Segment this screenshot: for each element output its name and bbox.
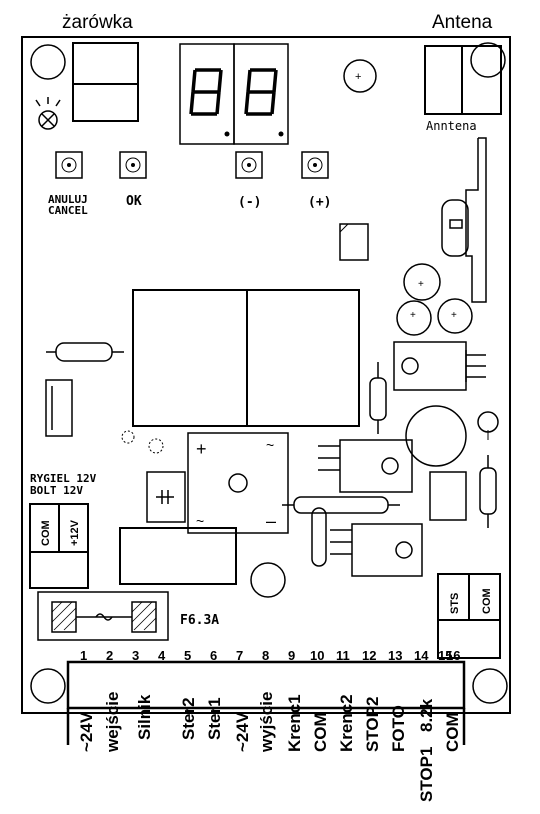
bolt-label-en: BOLT 12V [30, 484, 83, 497]
terminal-label-12: FOTO [389, 705, 408, 752]
antenna-connector [424, 45, 502, 115]
antenna-board-label: Anntena [426, 119, 477, 133]
terminal-label-4: Ster2 [179, 697, 198, 740]
antenna-module [441, 137, 487, 303]
svg-text:+: + [196, 439, 207, 459]
terminal-label-7: wyjście [257, 692, 276, 754]
capacitor-2 [396, 300, 432, 336]
svg-text:15: 15 [438, 648, 452, 663]
fuse-label: F6.3A [180, 613, 219, 628]
svg-text:~: ~ [196, 513, 204, 529]
bolt-terminal [29, 503, 89, 589]
component-left [45, 379, 73, 437]
svg-text:2: 2 [106, 648, 113, 663]
board-outline [21, 36, 511, 714]
capacitor-3 [437, 298, 473, 334]
svg-text:5: 5 [184, 648, 191, 663]
seven-segment-display [179, 43, 289, 145]
terminal-label-3: Silnik [135, 694, 154, 740]
svg-text:11: 11 [336, 648, 350, 663]
svg-text:4: 4 [158, 648, 166, 663]
svg-text:9: 9 [288, 648, 295, 663]
svg-text:–: – [266, 511, 276, 531]
plus-button[interactable] [301, 151, 329, 179]
component-box-lower [119, 527, 237, 585]
terminal-label-9: COM [311, 712, 330, 752]
svg-text:13: 13 [388, 648, 402, 663]
cancel-button[interactable] [55, 151, 83, 179]
sts-com-terminal [437, 573, 501, 659]
terminal-label-10: Krenc2 [337, 694, 356, 752]
terminal-label-6: ~24V [233, 711, 252, 752]
svg-text:+: + [451, 310, 457, 321]
component-right-1 [429, 471, 467, 521]
svg-text:12: 12 [362, 648, 376, 663]
bulb-connector [72, 42, 139, 122]
sts-com-label: COM [481, 588, 493, 614]
regulator-1 [393, 341, 486, 391]
bulb-icon [35, 97, 61, 130]
bolt-com-label: COM [40, 520, 52, 546]
chip-small [339, 223, 369, 261]
mounting-hole-bottom-left [30, 668, 66, 704]
mounting-hole-top-right [470, 42, 506, 78]
capacitor-1 [403, 263, 441, 301]
resistor-horizontal [282, 496, 400, 514]
svg-text:8: 8 [262, 648, 269, 663]
buzzer [405, 405, 467, 467]
svg-text:~: ~ [266, 437, 274, 453]
relay-pair [132, 289, 360, 427]
bolt-plus12-label: +12V [69, 519, 81, 546]
bolt-label-pl: RYGIEL 12V [30, 472, 97, 485]
mounting-hole-top-left [30, 44, 66, 80]
svg-text:6: 6 [210, 648, 217, 663]
resistor-vertical [369, 362, 387, 434]
fuse-holder [37, 591, 169, 641]
main-terminal-block [66, 660, 466, 745]
svg-text:10: 10 [310, 648, 324, 663]
cancel-label-pl: ANULUJ [48, 193, 88, 206]
sts-label: STS [449, 593, 461, 614]
minus-label: (-) [238, 195, 261, 210]
terminal-label-15: COM [443, 712, 462, 752]
crystal-left [46, 342, 124, 362]
ok-label: OK [126, 194, 142, 209]
terminal-labels: ~24V wejście Silnik Ster2 Ster1 ~24V wyj… [77, 692, 462, 803]
ok-button[interactable] [119, 151, 147, 179]
resistor-right [479, 455, 497, 528]
terminal-label-2: wejście [103, 692, 122, 754]
terminal-label-13: 8.2k [417, 698, 436, 732]
terminal-label-1: ~24V [77, 711, 96, 752]
cancel-label-en: CANCEL [48, 204, 88, 217]
plus-label: (+) [308, 195, 331, 210]
svg-text:14: 14 [414, 648, 429, 663]
svg-text:7: 7 [236, 648, 243, 663]
capacitor-top [343, 59, 377, 93]
regulator-2 [318, 439, 413, 493]
led-small [477, 411, 499, 433]
regulator-3 [311, 507, 423, 577]
antenna-label: Antena [432, 12, 493, 33]
terminal-numbers: 1 2 3 4 5 6 7 8 9 10 11 12 13 14 15 16 [80, 648, 460, 663]
svg-text:+: + [355, 71, 361, 83]
svg-text:1: 1 [80, 648, 87, 663]
terminal-label-14: STOP1 [417, 747, 436, 802]
bulb-label: żarówka [62, 12, 133, 33]
bridge-rectifier [187, 432, 289, 534]
svg-text:+: + [410, 310, 416, 321]
svg-text:3: 3 [132, 648, 139, 663]
capacitor-box [146, 471, 186, 523]
terminal-label-5: Ster1 [205, 697, 224, 740]
mounting-hole-bottom-right [472, 668, 508, 704]
terminal-label-11: STOP2 [363, 697, 382, 752]
minus-button[interactable] [235, 151, 263, 179]
capacitor-lower [250, 562, 286, 598]
terminal-label-8: Krenc1 [285, 694, 304, 752]
svg-text:+: + [418, 279, 424, 290]
svg-text:16: 16 [446, 648, 460, 663]
